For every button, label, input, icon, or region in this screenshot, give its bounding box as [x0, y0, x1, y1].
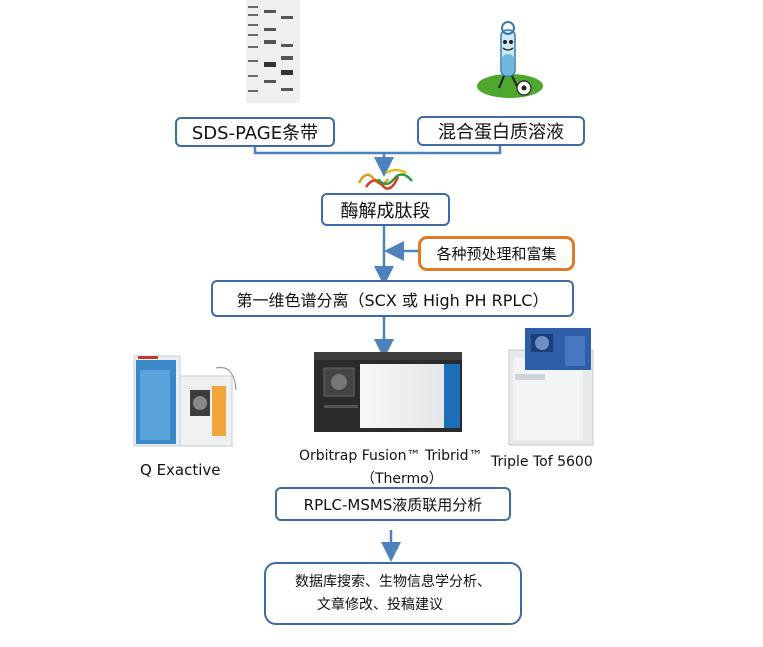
orbitrap-label-line2: （Thermo） [361, 471, 443, 487]
pretreatment-box: 各种预处理和富集 [418, 236, 575, 271]
protein-mix-box: 混合蛋白质溶液 [417, 116, 585, 146]
connector-mix [384, 145, 502, 155]
orbitrap-label-line1: Orbitrap Fusion™ Tribrid™ [299, 448, 483, 464]
connector-sds [253, 146, 384, 155]
triple-tof-instrument [508, 328, 594, 446]
digestion-label: 酶解成肽段 [340, 200, 431, 222]
analysis-box: 数据库搜索、生物信息学分析、 文章修改、投稿建议 [264, 562, 522, 625]
first-dim-box: 第一维色谱分离（SCX 或 High PH RPLC） [211, 280, 574, 317]
analysis-label-line2: 文章修改、投稿建议 [317, 596, 443, 613]
q-exactive-instrument [133, 355, 237, 447]
orbitrap-instrument [314, 352, 462, 432]
lcms-box: RPLC-MSMS液质联用分析 [275, 487, 511, 521]
protein-mix-label: 混合蛋白质溶液 [438, 122, 564, 143]
test-tube-mascot-icon [477, 21, 543, 98]
digestion-box: 酶解成肽段 [321, 193, 450, 226]
triple-tof-label: Triple Tof 5600 [491, 454, 593, 470]
pretreatment-label: 各种预处理和富集 [436, 245, 557, 263]
peptide-squiggle-icon [357, 168, 413, 190]
gel-image [246, 0, 300, 103]
sds-page-label: SDS-PAGE条带 [191, 123, 319, 144]
analysis-label-line1: 数据库搜索、生物信息学分析、 [295, 573, 491, 590]
q-exactive-label: Q Exactive [140, 461, 221, 479]
sds-page-box: SDS-PAGE条带 [175, 117, 335, 147]
lcms-label: RPLC-MSMS液质联用分析 [303, 495, 483, 514]
first-dim-label: 第一维色谱分离（SCX 或 High PH RPLC） [236, 290, 549, 310]
